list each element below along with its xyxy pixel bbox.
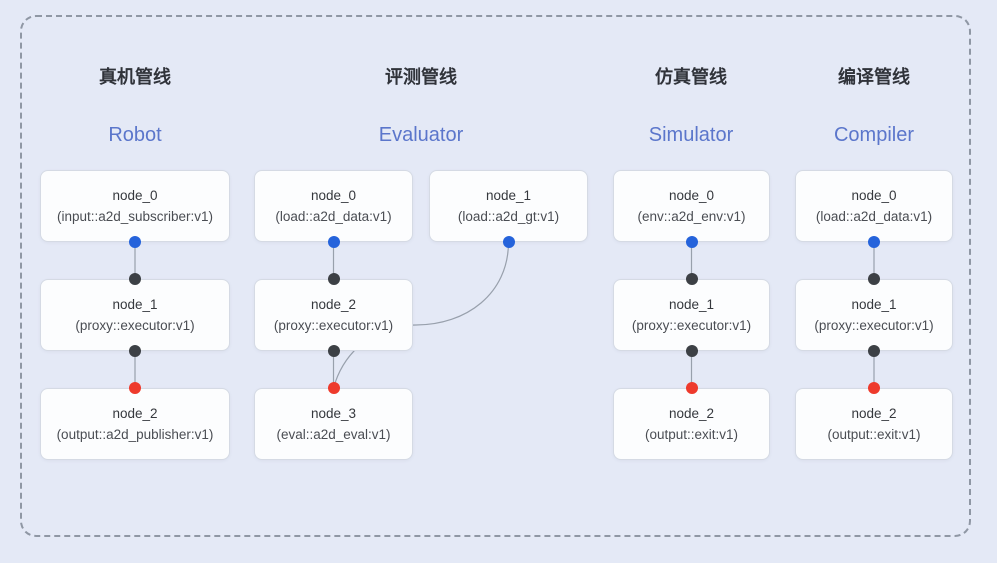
node-type-label: (proxy::executor:v1) — [631, 318, 752, 333]
node-name-label: node_3 — [310, 406, 357, 421]
pipeline-node-card: node_3(eval::a2d_eval:v1) — [254, 388, 413, 460]
node-name-label: node_0 — [310, 188, 357, 203]
pipeline-node-card: node_0(input::a2d_subscriber:v1) — [40, 170, 230, 242]
node-name-label: node_1 — [485, 188, 532, 203]
port-dot-blue — [129, 236, 141, 248]
node-type-label: (output::exit:v1) — [644, 427, 739, 442]
pipeline-title-zh: 仿真管线 — [655, 67, 727, 87]
node-type-label: (eval::a2d_eval:v1) — [276, 427, 391, 442]
pipeline-node-card: node_0(load::a2d_data:v1) — [254, 170, 413, 242]
port-dot-blue — [685, 236, 698, 248]
node-type-label: (input::a2d_subscriber:v1) — [56, 209, 214, 224]
port-dot-blue — [868, 236, 880, 248]
node-type-label: (output::a2d_publisher:v1) — [56, 427, 214, 442]
pipeline-node-card: node_2(output::exit:v1) — [613, 388, 770, 460]
pipeline-node-card: node_2(output::exit:v1) — [795, 388, 953, 460]
pipeline-title-en: Compiler — [833, 124, 915, 146]
node-type-label: (proxy::executor:v1) — [273, 318, 394, 333]
node-type-label: (load::a2d_data:v1) — [815, 209, 933, 224]
node-name-label: node_0 — [668, 188, 715, 203]
node-type-label: (output::exit:v1) — [827, 427, 921, 442]
pipeline-node-card: node_1(proxy::executor:v1) — [613, 279, 770, 351]
node-name-label: node_2 — [310, 297, 357, 312]
pipeline-title-en: Evaluator — [378, 124, 464, 146]
pipeline-node-card: node_1(load::a2d_gt:v1) — [429, 170, 588, 242]
pipeline-node-card: node_1(proxy::executor:v1) — [40, 279, 230, 351]
pipeline-title-en: Robot — [108, 124, 162, 146]
edge-connector-curved — [332, 241, 510, 389]
port-dot-blue — [502, 236, 515, 248]
node-name-label: node_1 — [851, 297, 897, 312]
port-dot-dark — [685, 273, 698, 285]
node-name-label: node_2 — [668, 406, 715, 421]
pipeline-node-card: node_0(load::a2d_data:v1) — [795, 170, 953, 242]
port-dot-dark — [129, 273, 141, 285]
port-dot-red — [327, 382, 340, 394]
pipeline-title-zh: 编译管线 — [838, 67, 910, 87]
port-dot-dark — [327, 345, 340, 357]
node-name-label: node_0 — [112, 188, 158, 203]
node-type-label: (proxy::executor:v1) — [814, 318, 934, 333]
port-dot-red — [868, 382, 880, 394]
pipeline-node-card: node_0(env::a2d_env:v1) — [613, 170, 770, 242]
port-dot-dark — [868, 345, 880, 357]
node-type-label: (load::a2d_gt:v1) — [457, 209, 560, 224]
node-type-label: (env::a2d_env:v1) — [637, 209, 746, 224]
node-name-label: node_2 — [851, 406, 897, 421]
pipeline-node-card: node_2(output::a2d_publisher:v1) — [40, 388, 230, 460]
node-name-label: node_2 — [112, 406, 158, 421]
port-dot-red — [685, 382, 698, 394]
node-type-label: (proxy::executor:v1) — [75, 318, 195, 333]
port-dot-dark — [129, 345, 141, 357]
pipeline-node-card: node_1(proxy::executor:v1) — [795, 279, 953, 351]
node-name-label: node_1 — [668, 297, 715, 312]
pipeline-title-en: Simulator — [648, 124, 734, 146]
pipeline-node-card: node_2(proxy::executor:v1) — [254, 279, 413, 351]
pipeline-title-zh: 评测管线 — [385, 67, 457, 87]
node-name-label: node_0 — [851, 188, 897, 203]
node-name-label: node_1 — [112, 297, 158, 312]
node-type-label: (load::a2d_data:v1) — [275, 209, 392, 224]
port-dot-dark — [685, 345, 698, 357]
port-dot-dark — [868, 273, 880, 285]
pipeline-title-zh: 真机管线 — [99, 67, 171, 87]
pipelines-dashed-frame — [20, 15, 971, 537]
port-dot-red — [129, 382, 141, 394]
port-dot-dark — [327, 273, 340, 285]
port-dot-blue — [327, 236, 340, 248]
